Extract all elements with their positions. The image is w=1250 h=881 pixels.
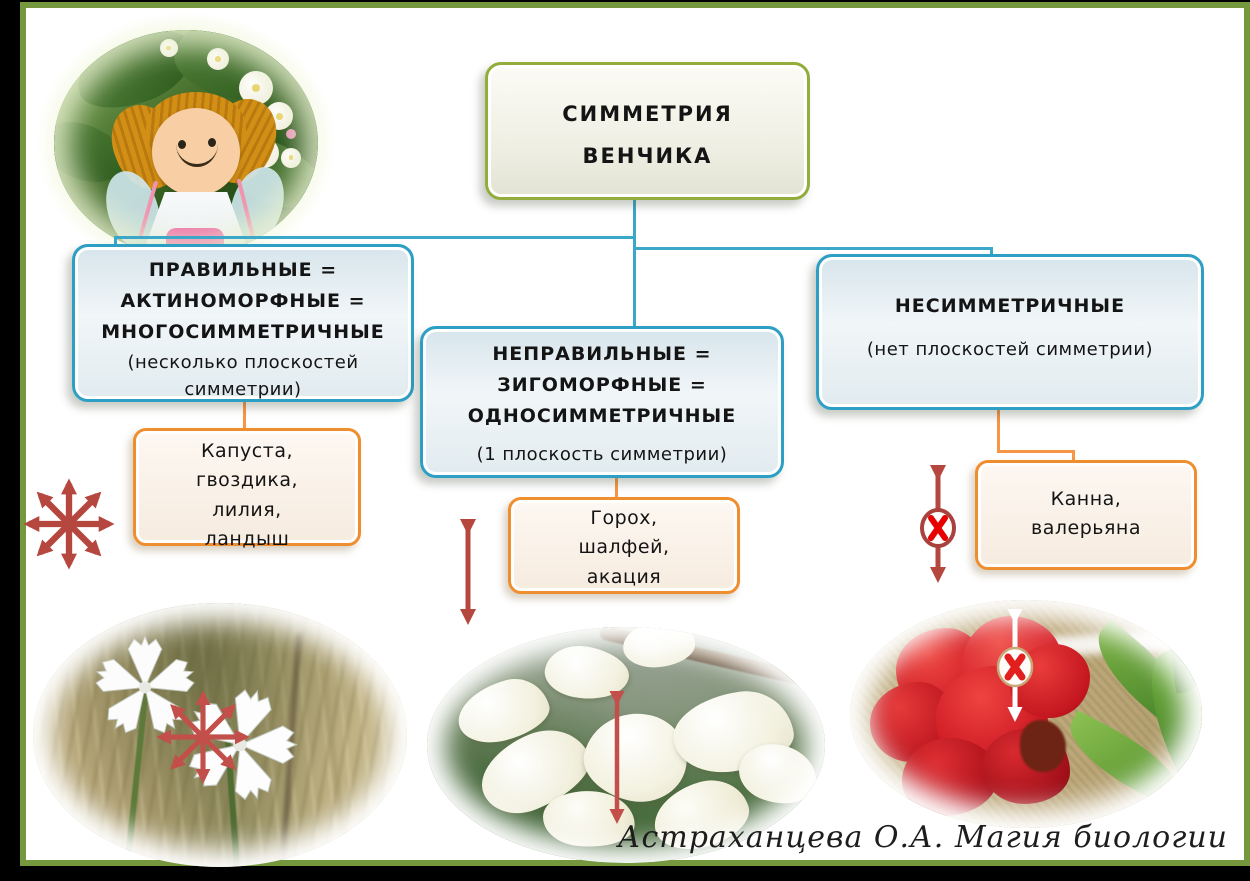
canna-petal: [896, 628, 988, 712]
blossom: [249, 138, 280, 169]
canna-petal: [870, 682, 956, 762]
acacia-petal: [575, 701, 697, 813]
pink-bud: [238, 170, 248, 180]
connector-examples-right-v: [997, 409, 1000, 453]
blossom: [238, 70, 273, 105]
eight-direction-arrow-star-icon: [23, 478, 115, 570]
doll-string: [137, 180, 159, 240]
branch-box-zygomorphic: НЕПРАВИЛЬНЫЕ = ЗИГОМОРФНЫЕ = ОДНОСИММЕТР…: [420, 326, 784, 478]
canna-petal: [982, 728, 1070, 804]
leaf-shape: [210, 121, 318, 224]
doll-eye: [178, 140, 186, 149]
branch-box-asymmetric: НЕСИММЕТРИЧНЫЕ (нет плоскостей симметрии…: [816, 254, 1204, 410]
blossom: [159, 39, 178, 58]
acacia-petal: [621, 627, 697, 670]
branch-note: (нет плоскостей симметрии): [866, 338, 1154, 360]
root-box: СИММЕТРИЯ ВЕНЧИКА: [485, 62, 810, 200]
canna-petal: [902, 738, 998, 816]
examples-text: Капуста, гвоздика, лилия, ландыш: [195, 440, 299, 551]
branch-note: (1 плоскость симметрии): [476, 444, 728, 466]
x-mark: [1004, 653, 1026, 681]
connector-right-horizontal: [633, 247, 993, 250]
doll-pigtail-left: [100, 95, 192, 199]
connector-right-drop: [990, 247, 993, 257]
examples-box-actinomorphic: Капуста, гвоздика, лилия, ландыш: [133, 428, 361, 550]
pink-bud: [286, 129, 297, 140]
examples-text: Канна, валерьяна: [1031, 488, 1141, 540]
branch-box-actinomorphic: ПРАВИЛЬНЫЕ = АКТИНОМОРФНЫЕ = МНОГОСИММЕТ…: [72, 244, 414, 402]
acacia-petal: [469, 716, 601, 826]
doll-eye: [208, 138, 216, 147]
connector-root-vertical: [633, 199, 636, 328]
branch-note: (несколько плоскостей симметрии): [127, 352, 359, 401]
connector-examples-left: [243, 401, 246, 431]
connector-examples-right-drop: [1072, 450, 1075, 464]
x-mark: [928, 515, 948, 541]
doll-wing-left: [96, 164, 170, 256]
crossed-out-arrow-icon: [920, 465, 956, 583]
branch-title: НЕСИММЕТРИЧНЫЕ: [894, 295, 1126, 317]
doll-smile: [176, 144, 218, 167]
doll-face: [152, 108, 240, 196]
examples-box-asymmetric: Канна, валерьяна: [975, 460, 1197, 570]
background-blur: [919, 628, 1201, 664]
doll-photo-content: [54, 30, 318, 256]
examples-box-zygomorphic: Горох, шалфей, акация: [508, 497, 740, 594]
connector-examples-right-h: [997, 450, 1075, 453]
leaf-shape: [54, 108, 136, 196]
leaf-shape: [167, 30, 300, 111]
blossom: [207, 48, 230, 71]
author-signature: Астраханцева О.А. Магия биологии: [617, 820, 1228, 855]
acacia-petal: [451, 671, 555, 751]
connector-examples-middle: [615, 477, 618, 500]
vertical-double-arrow-icon: [460, 519, 476, 625]
doll-string: [236, 178, 256, 240]
branch-title: ПРАВИЛЬНЫЕ = АКТИНОМОРФНЫЕ = МНОГОСИММЕТ…: [101, 259, 385, 343]
branch-title: НЕПРАВИЛЬНЫЕ = ЗИГОМОРФНЫЕ = ОДНОСИММЕТР…: [467, 343, 737, 427]
acacia-photo: [427, 627, 825, 863]
doll-photo: [36, 12, 336, 274]
acacia-petal: [668, 685, 798, 779]
doll-hair-top: [146, 92, 246, 162]
blossom: [281, 147, 302, 168]
doll-pigtail-right: [196, 89, 288, 193]
connector-left-horizontal: [114, 236, 635, 239]
photo-crossed-arrow-overlay: [996, 609, 1034, 722]
leaf-shape: [67, 30, 205, 120]
photo-vertical-arrow-overlay: [609, 691, 625, 824]
canna-leaf: [1057, 710, 1193, 810]
blossom: [222, 106, 247, 131]
examples-text: Горох, шалфей, акация: [578, 507, 670, 588]
blossom: [265, 102, 294, 131]
canna-photo: [850, 600, 1202, 828]
connector-left-drop: [114, 236, 117, 247]
photo-arrow-star-overlay: [156, 690, 250, 784]
